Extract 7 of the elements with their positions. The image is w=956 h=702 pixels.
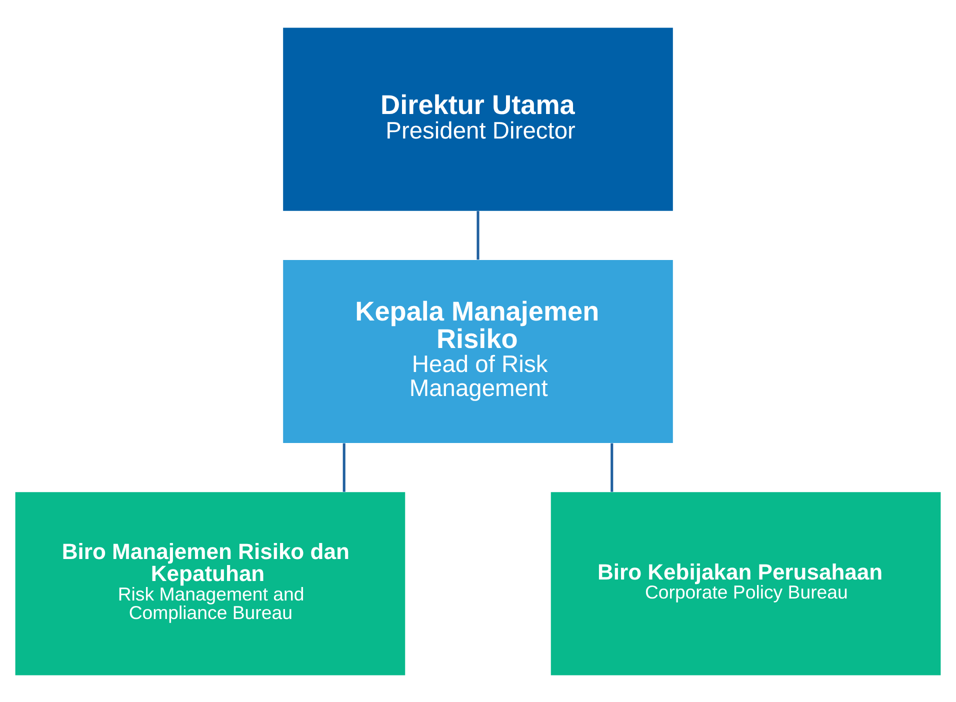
node-box: Direktur Utama President Director bbox=[283, 27, 673, 210]
node-box: Kepala Manajemen Risiko Head of Risk Management bbox=[283, 259, 673, 443]
connector bbox=[610, 442, 614, 492]
node-box: Biro Kebijakan Perusahaan Corporate Policy Bureau bbox=[550, 492, 941, 675]
node-box: Biro Manajemen Risiko dan Kepatuhan Risk Management and Compliance Bureau bbox=[15, 492, 406, 675]
connector bbox=[476, 210, 480, 260]
connector bbox=[342, 442, 346, 492]
